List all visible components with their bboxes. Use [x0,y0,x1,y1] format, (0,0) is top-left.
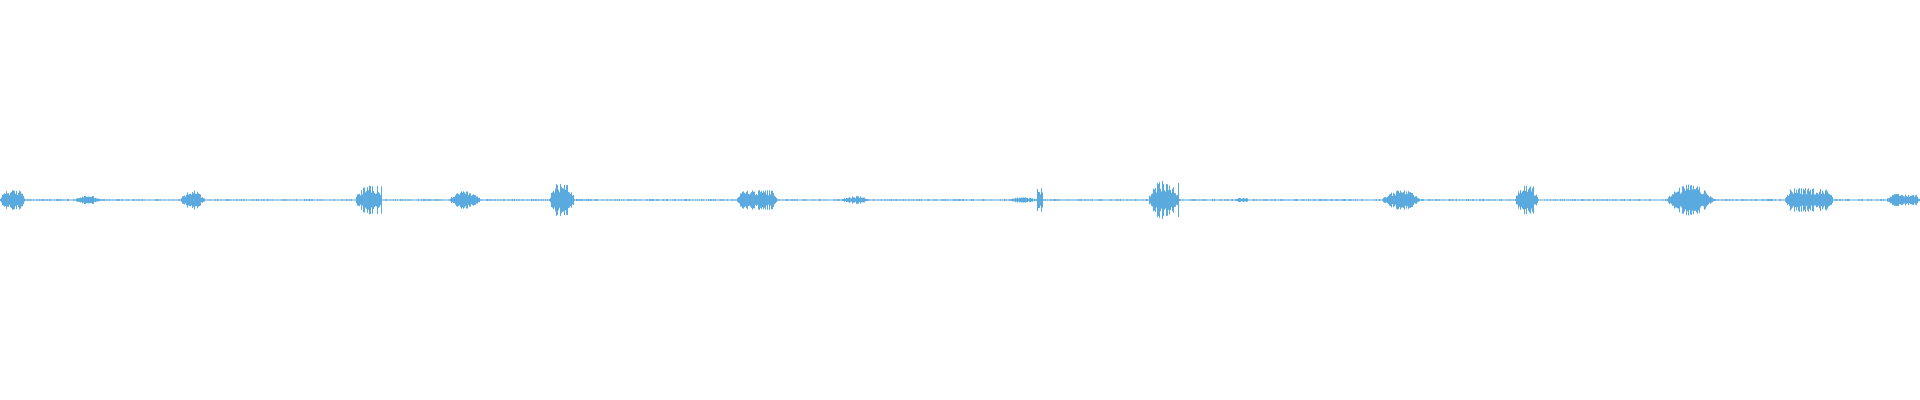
waveform-trace [0,181,1920,219]
